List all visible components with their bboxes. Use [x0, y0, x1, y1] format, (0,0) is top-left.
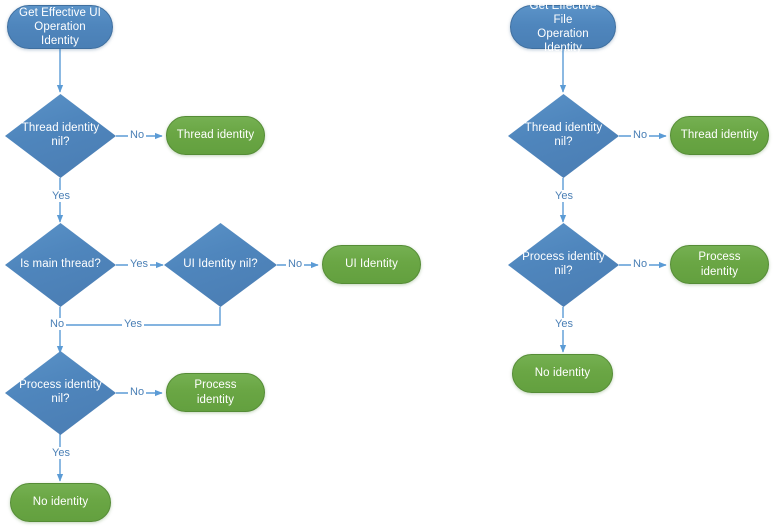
node-thread-identity-nil-check-label: Thread identity nil? — [13, 122, 108, 150]
node-start-ui-operation[interactable]: Get Effective UI Operation Identity — [7, 5, 113, 49]
edge-label-thread-yes: Yes — [50, 190, 72, 203]
edge-label-r-process-no: No — [631, 258, 650, 271]
node-start-file-operation[interactable]: Get Effective File Operation Identity — [510, 0, 616, 54]
start-line-1: Get Effective UI — [19, 6, 101, 19]
decision-line-1: Process identity — [522, 251, 605, 264]
decision-line-2: nil? — [554, 136, 573, 148]
decision-line-1: Thread identity — [524, 122, 603, 135]
node-result-process-identity-label: Process identity — [194, 379, 237, 406]
node-r-result-thread-identity[interactable]: Thread identity — [670, 116, 769, 155]
node-r-thread-identity-nil-check[interactable]: Thread identity nil? — [508, 94, 619, 178]
decision-line-2: nil? — [51, 393, 70, 405]
node-r-result-process-identity[interactable]: Process identity — [670, 245, 769, 284]
decision-line-1: Process identity — [19, 379, 102, 392]
edge-label-r-thread-no: No — [631, 129, 650, 142]
node-result-thread-identity[interactable]: Thread identity — [166, 116, 265, 155]
node-result-ui-identity-label: UI Identity — [345, 258, 398, 271]
start-line-2: Operation Identity — [34, 21, 86, 48]
node-result-no-identity[interactable]: No identity — [10, 483, 111, 522]
node-r-result-no-identity[interactable]: No identity — [512, 354, 613, 393]
edge-label-process-yes: Yes — [50, 447, 72, 460]
start-line-2: Operation Identity — [537, 28, 589, 55]
node-r-thread-identity-nil-check-label: Thread identity nil? — [516, 122, 611, 150]
node-result-process-identity[interactable]: Process identity — [166, 373, 265, 412]
node-r-process-identity-nil-check[interactable]: Process identity nil? — [508, 223, 619, 307]
node-is-main-thread-check[interactable]: Is main thread? — [5, 223, 116, 307]
edge-label-main-thread-no: No — [48, 318, 67, 331]
node-result-thread-identity-label: Thread identity — [176, 129, 255, 142]
node-thread-identity-nil-check[interactable]: Thread identity nil? — [5, 94, 116, 178]
node-start-ui-operation-label: Get Effective UI Operation Identity — [16, 6, 104, 48]
node-result-ui-identity[interactable]: UI Identity — [322, 245, 421, 284]
node-is-main-thread-check-label: Is main thread? — [13, 258, 108, 272]
node-process-identity-nil-check[interactable]: Process identity nil? — [5, 351, 116, 435]
node-r-process-identity-nil-check-label: Process identity nil? — [516, 251, 611, 279]
edge-label-r-process-yes: Yes — [553, 318, 575, 331]
node-ui-identity-nil-check[interactable]: UI Identity nil? — [164, 223, 277, 307]
decision-line-2: nil? — [554, 265, 573, 277]
edge-label-ui-identity-yes: Yes — [122, 318, 144, 331]
node-process-identity-nil-check-label: Process identity nil? — [13, 379, 108, 407]
decision-line-1: Thread identity — [21, 122, 100, 135]
node-r-result-no-identity-label: No identity — [534, 367, 591, 380]
node-r-result-thread-identity-label: Thread identity — [680, 129, 759, 142]
node-result-no-identity-label: No identity — [32, 496, 89, 509]
decision-line-1: UI Identity nil? — [183, 258, 258, 271]
edge-label-ui-identity-no: No — [286, 258, 305, 271]
start-line-1: Get Effective File — [529, 0, 597, 26]
edge-label-main-thread-yes: Yes — [128, 258, 150, 271]
edge-label-process-no: No — [128, 386, 147, 399]
decision-line-2: nil? — [51, 136, 70, 148]
edge-label-r-thread-yes: Yes — [553, 190, 575, 203]
edge-label-thread-no: No — [128, 129, 147, 142]
decision-line-1: Is main thread? — [20, 258, 101, 271]
node-start-file-operation-label: Get Effective File Operation Identity — [519, 0, 607, 55]
node-ui-identity-nil-check-label: UI Identity nil? — [172, 258, 269, 272]
node-r-result-process-identity-label: Process identity — [698, 251, 741, 278]
